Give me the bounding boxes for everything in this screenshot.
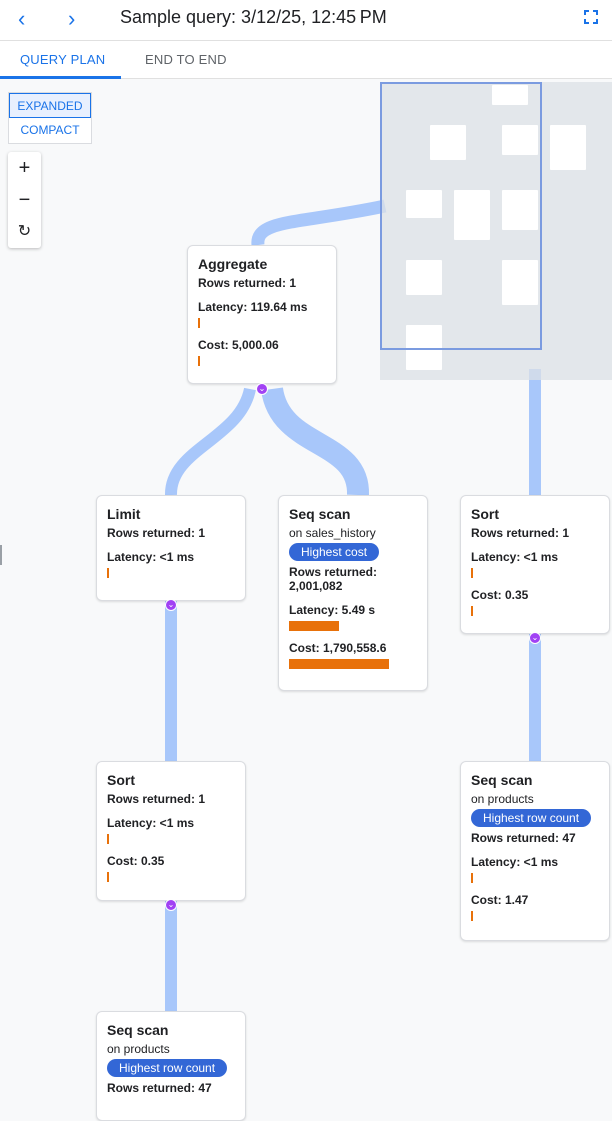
latency-bar xyxy=(107,568,109,578)
latency: Latency: <1 ms xyxy=(107,816,195,830)
tab-end-to-end[interactable]: END TO END xyxy=(145,52,227,67)
node-title: Seq scan xyxy=(107,1022,169,1038)
cost-bar xyxy=(471,911,473,921)
node-title: Seq scan xyxy=(471,772,533,788)
plan-connectors xyxy=(164,199,541,1011)
expand-chevron-icon[interactable]: ⌄ xyxy=(529,632,541,644)
tab-query-plan[interactable]: QUERY PLAN xyxy=(20,52,106,67)
table-name: on sales_history xyxy=(289,526,376,540)
expand-chevron-icon[interactable]: ⌄ xyxy=(165,899,177,911)
rows-returned: Rows returned: 47 xyxy=(107,1081,212,1095)
header: ‹ › Sample query: 3/12/25, 12:45 PM xyxy=(0,0,612,41)
fullscreen-icon[interactable] xyxy=(584,10,598,24)
expand-chevron-icon[interactable]: ⌄ xyxy=(256,383,268,395)
chevron-left-icon[interactable]: ‹ xyxy=(18,6,26,31)
latency-bar xyxy=(198,318,200,328)
node-title: Sort xyxy=(107,772,135,788)
cost: Cost: 1.47 xyxy=(471,893,529,907)
link-modify-aggregate xyxy=(251,199,387,246)
expand-chevron-icon[interactable]: ⌄ xyxy=(165,599,177,611)
minimap-viewport[interactable] xyxy=(380,82,542,350)
active-tab-indicator xyxy=(0,76,121,79)
node-seq-scan-products-bottom[interactable]: Seq scan on products Highest row count R… xyxy=(96,1011,246,1121)
compact-button[interactable]: COMPACT xyxy=(20,123,80,137)
zoom-in-button[interactable]: + xyxy=(18,157,31,179)
reset-icon[interactable]: ↻ xyxy=(17,223,32,240)
rows-returned: Rows returned: xyxy=(289,565,378,579)
cost-bar xyxy=(198,356,200,366)
cost-bar xyxy=(107,872,109,882)
status-badge: Highest row count xyxy=(107,1059,228,1077)
chevron-right-icon[interactable]: › xyxy=(68,6,76,31)
latency: Latency: <1 ms xyxy=(107,550,195,564)
rows-returned: Rows returned: 1 xyxy=(107,526,206,540)
cost: Cost: 5,000.06 xyxy=(198,338,279,352)
cost: Cost: 1,790,558.6 xyxy=(289,641,387,655)
node-title: Sort xyxy=(471,506,499,522)
latency: Latency: <1 ms xyxy=(471,855,559,869)
scroll-handle[interactable] xyxy=(0,545,2,565)
expanded-button[interactable]: EXPANDED xyxy=(9,93,91,118)
table-name: on products xyxy=(107,1042,170,1056)
node-sort-right[interactable]: Sort Rows returned: 1 Latency: <1 ms Cos… xyxy=(460,495,610,634)
latency: Latency: 5.49 s xyxy=(289,603,376,617)
node-seq-scan-products-right[interactable]: Seq scan on products Highest row count R… xyxy=(460,761,610,941)
cost-bar xyxy=(289,659,389,669)
cost: Cost: 0.35 xyxy=(107,854,165,868)
status-badge: Highest row count xyxy=(471,809,592,827)
latency-bar xyxy=(107,834,109,844)
link-aggregate-seqscan xyxy=(261,386,369,496)
rows-returned-value: 2,001,082 xyxy=(289,579,343,593)
node-title: Seq scan xyxy=(289,506,351,522)
tab-bar: QUERY PLAN END TO END xyxy=(0,41,612,79)
node-sort-left[interactable]: Sort Rows returned: 1 Latency: <1 ms Cos… xyxy=(96,761,246,901)
query-plan-canvas[interactable]: EXPANDED COMPACT + − ↻ Aggregate Rows re… xyxy=(0,79,612,1121)
cost-bar xyxy=(471,606,473,616)
node-title: Limit xyxy=(107,506,141,522)
latency-bar xyxy=(289,621,339,631)
table-name: on products xyxy=(471,792,534,806)
node-title: Aggregate xyxy=(198,256,268,272)
node-seq-scan-sales-history[interactable]: Seq scan on sales_history Highest cost R… xyxy=(278,495,428,691)
latency: Latency: 119.64 ms xyxy=(198,300,308,314)
page-title: Sample query: 3/12/25, 12:45 PM xyxy=(120,7,387,27)
rows-returned: Rows returned: 47 xyxy=(471,831,576,845)
latency-bar xyxy=(471,568,473,578)
zoom-controls: + − ↻ xyxy=(8,152,41,248)
cost: Cost: 0.35 xyxy=(471,588,529,602)
link-aggregate-limit xyxy=(164,387,256,496)
minimap[interactable] xyxy=(380,82,612,380)
latency-bar xyxy=(471,873,473,883)
latency: Latency: <1 ms xyxy=(471,550,559,564)
rows-returned: Rows returned: 1 xyxy=(471,526,570,540)
zoom-out-button[interactable]: − xyxy=(18,189,31,211)
rows-returned: Rows returned: 1 xyxy=(198,276,297,290)
view-mode-toggle: EXPANDED COMPACT xyxy=(8,92,92,144)
status-badge: Highest cost xyxy=(289,543,380,561)
node-aggregate[interactable]: Aggregate Rows returned: 1 Latency: 119.… xyxy=(187,245,337,384)
node-limit[interactable]: Limit Rows returned: 1 Latency: <1 ms xyxy=(96,495,246,601)
rows-returned: Rows returned: 1 xyxy=(107,792,206,806)
